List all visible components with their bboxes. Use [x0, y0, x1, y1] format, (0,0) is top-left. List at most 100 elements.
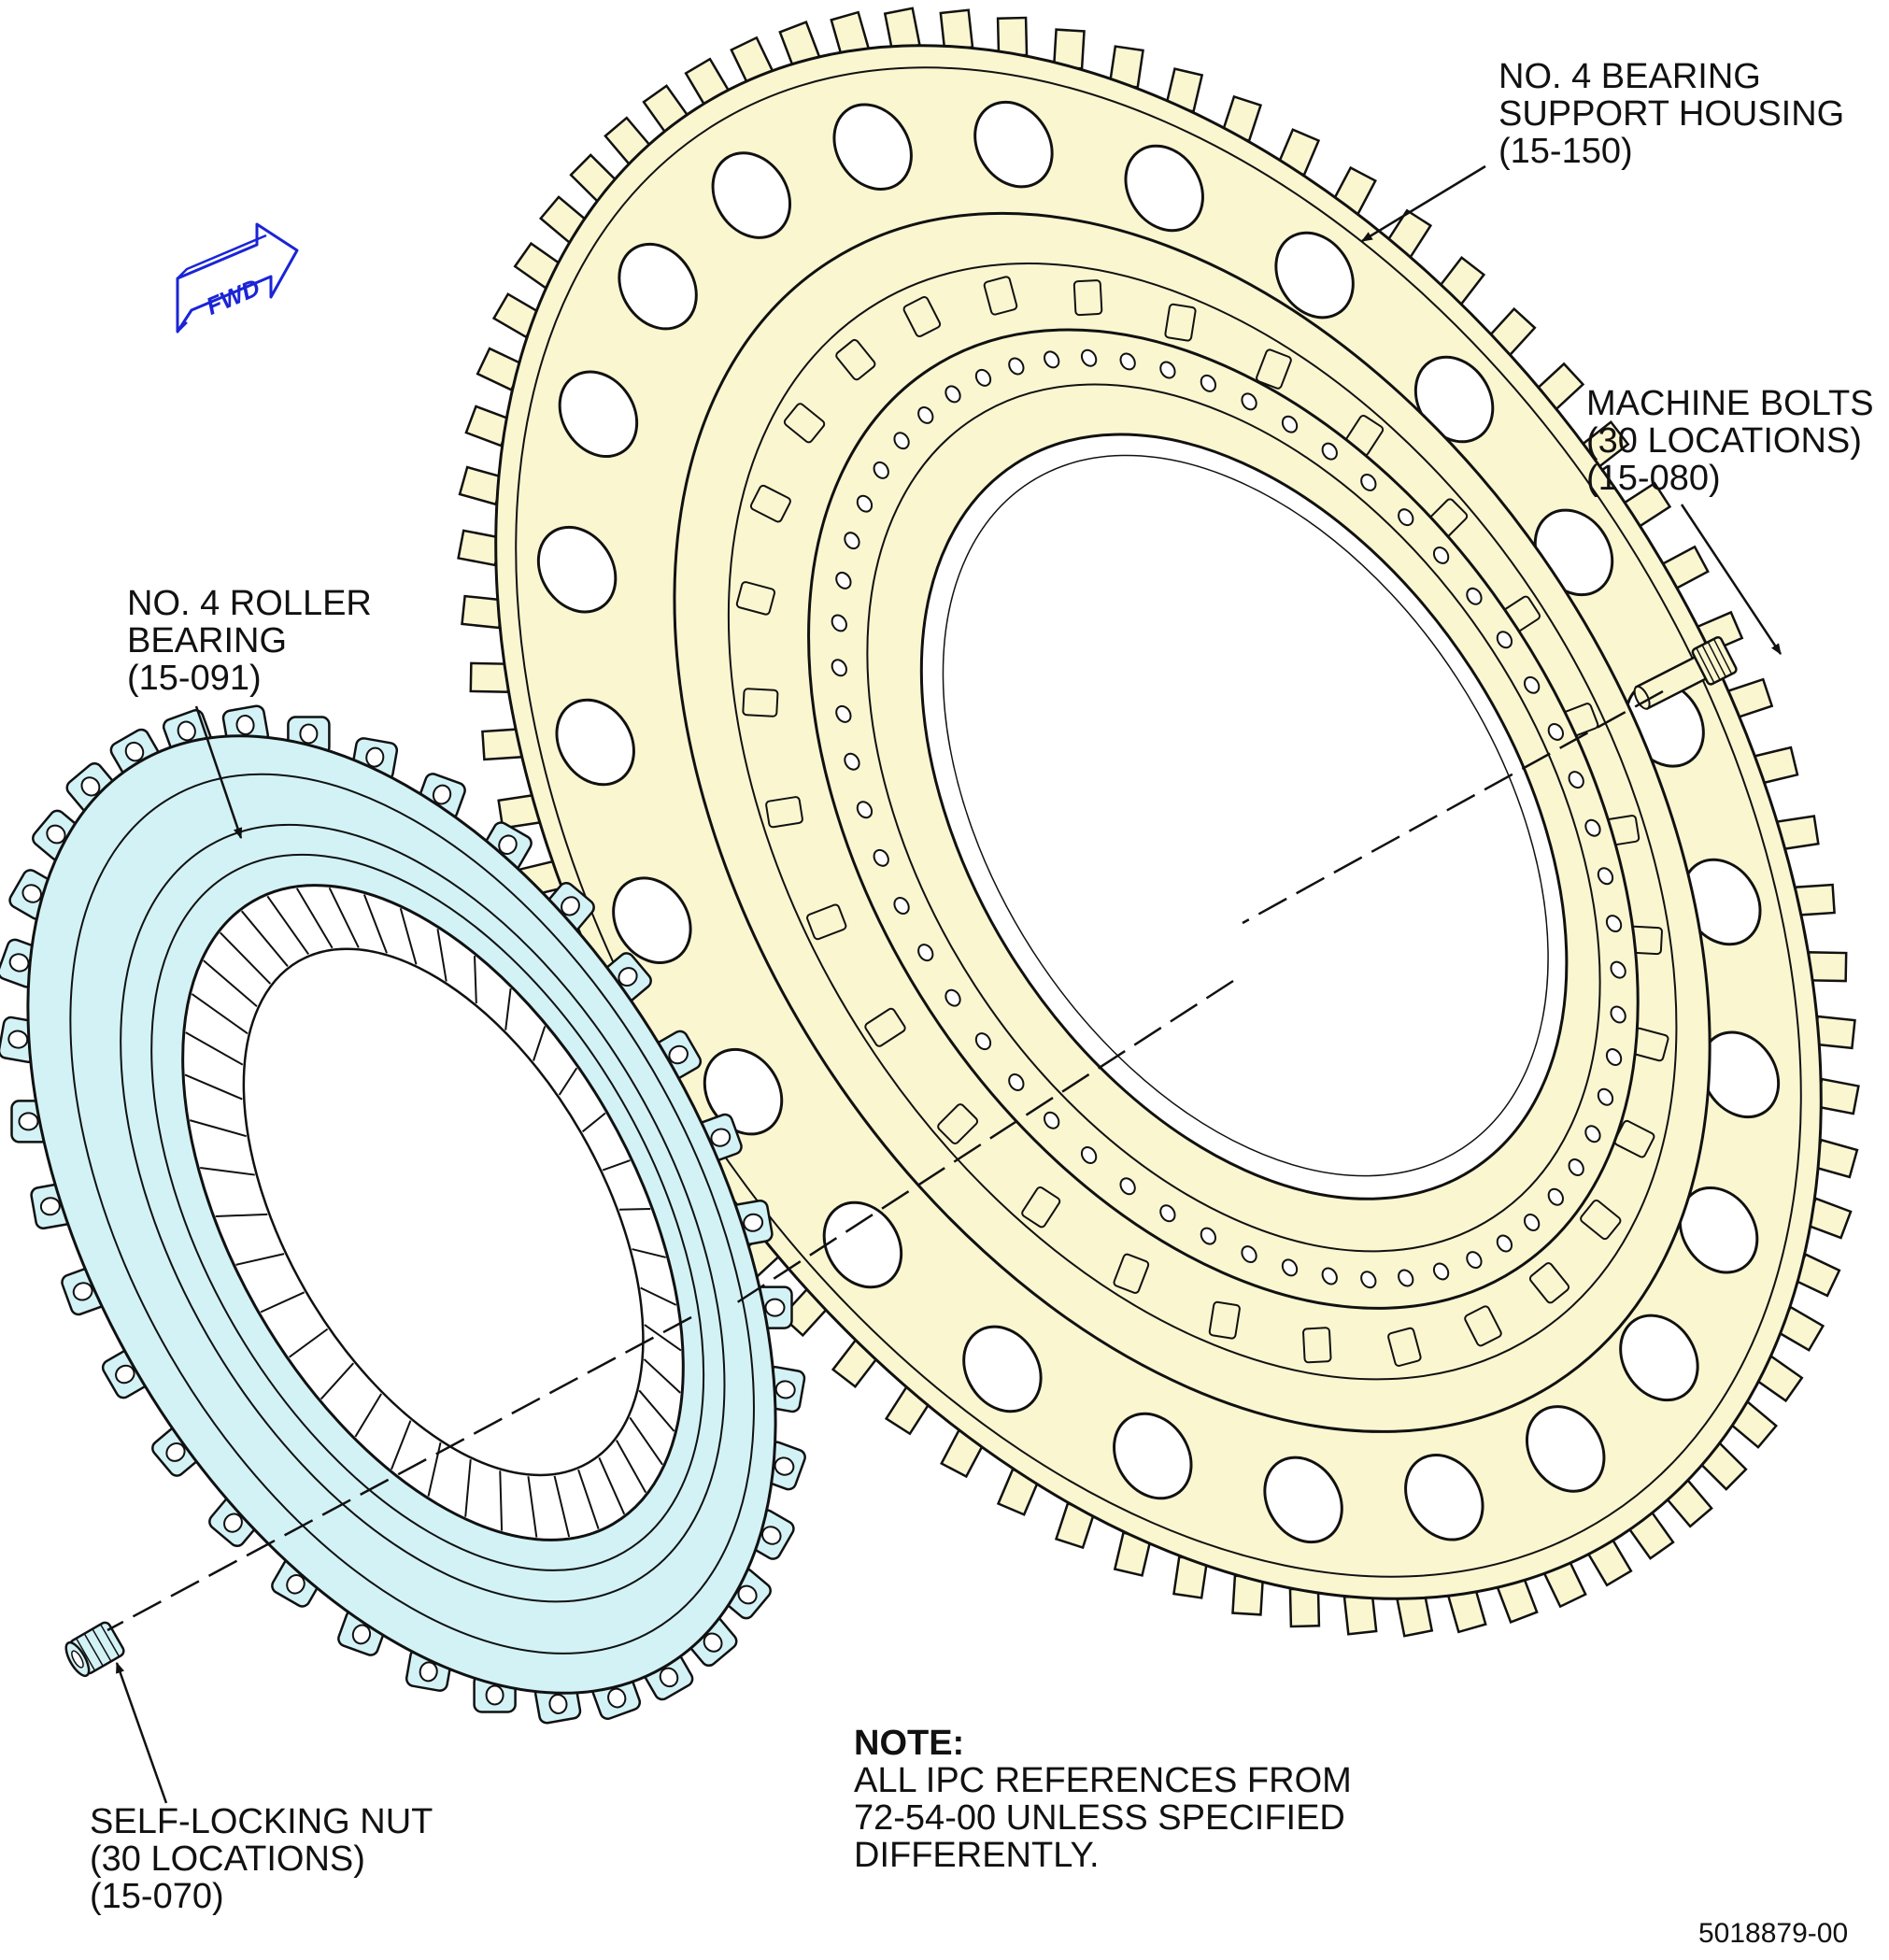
callout-housing-line1: NO. 4 BEARING: [1498, 57, 1761, 96]
bearing-roller: [558, 1067, 578, 1096]
housing-small-hole: [1159, 1204, 1176, 1223]
housing-small-hole: [1605, 1048, 1623, 1066]
housing-hole: [536, 525, 618, 614]
bearing-roller: [629, 1416, 663, 1466]
housing-slot: [1464, 1305, 1502, 1347]
housing-tooth: [996, 16, 1029, 57]
housing-slot: [902, 295, 942, 338]
housing-hole: [1619, 1314, 1699, 1402]
housing-hole: [1124, 144, 1204, 233]
housing-small-hole: [1466, 587, 1483, 605]
housing-small-hole: [1523, 1214, 1541, 1231]
bearing-roller: [260, 1291, 305, 1314]
note-line2: 72-54-00 UNLESS SPECIFIED: [854, 1798, 1345, 1838]
housing-slot: [937, 1103, 979, 1145]
housing-small-hole: [1321, 442, 1338, 461]
housing-tooth: [939, 8, 974, 52]
bearing-roller: [235, 1253, 285, 1266]
housing-hole: [711, 151, 792, 239]
callout-nut-line2: (30 LOCATIONS): [90, 1839, 365, 1879]
bearing-roller: [215, 1213, 268, 1217]
housing-small-hole: [1584, 1125, 1601, 1143]
callout-bearing-ref: (15-091): [127, 659, 262, 698]
housing-small-hole: [844, 752, 860, 771]
housing-small-hole: [1241, 392, 1257, 411]
housing-small-hole: [1398, 1269, 1414, 1287]
housing-slot: [1072, 279, 1103, 317]
housing-slot: [749, 484, 791, 523]
bearing-support-housing: [457, 7, 1860, 1638]
housing-small-hole: [1547, 722, 1564, 741]
leader-lines: [115, 164, 1782, 1804]
housing-slot: [742, 688, 779, 717]
bearing-roller: [220, 931, 272, 985]
bearing-roller: [527, 1476, 538, 1538]
bearing-roller: [581, 1112, 606, 1133]
housing-small-hole: [1610, 960, 1626, 979]
bearing-roller: [499, 1470, 504, 1531]
housing-small-hole: [893, 897, 910, 915]
housing-small-hole: [844, 532, 860, 550]
housing-small-hole: [1597, 867, 1614, 886]
callout-support-housing: NO. 4 BEARING SUPPORT HOUSING (15-150): [1498, 58, 1844, 170]
housing-slot: [735, 581, 776, 616]
housing-small-hole: [856, 494, 873, 513]
bearing-roller: [266, 895, 310, 956]
housing-small-hole: [1466, 1251, 1483, 1270]
bearing-roller: [474, 956, 477, 1004]
housing-tooth: [883, 7, 921, 52]
housing-tooth: [1288, 1587, 1321, 1628]
housing-tooth: [1342, 1592, 1378, 1636]
housing-slot: [1256, 348, 1292, 390]
note-block: NOTE: ALL IPC REFERENCES FROM 72-54-00 U…: [854, 1725, 1352, 1874]
housing-hole: [832, 103, 913, 191]
housing-slot: [835, 338, 876, 381]
note-line3: DIFFERENTLY.: [854, 1836, 1100, 1875]
bearing-roller: [189, 1119, 247, 1138]
callout-bearing-line1: NO. 4 ROLLER: [127, 584, 372, 623]
housing-small-hole: [1398, 508, 1414, 527]
housing-small-hole: [1547, 1187, 1564, 1206]
bearing-roller: [504, 988, 512, 1030]
housing-hole: [1699, 1030, 1781, 1119]
bearing-roller: [185, 1031, 244, 1066]
housing-tooth: [457, 529, 502, 567]
bearing-roller: [328, 887, 360, 948]
housing-small-hole: [1432, 546, 1450, 564]
bearing-roller: [640, 1286, 677, 1306]
housing-hole: [1404, 1454, 1484, 1541]
housing-small-hole: [1597, 1087, 1614, 1106]
housing-small-hole: [1360, 473, 1377, 491]
housing-slot: [1387, 1327, 1422, 1367]
housing-hole: [1113, 1412, 1193, 1500]
housing-small-hole: [917, 405, 934, 424]
housing-tooth: [469, 661, 510, 693]
housing-small-hole: [917, 944, 934, 962]
bearing-roller: [616, 1440, 647, 1494]
bearing-roller: [553, 1475, 571, 1538]
callout-housing-ref: (15-150): [1498, 132, 1633, 171]
housing-small-hole: [1119, 1177, 1136, 1196]
bearing-roller: [602, 1159, 631, 1172]
bearing-roller: [191, 993, 249, 1035]
housing-small-hole: [1496, 631, 1513, 649]
callout-nut-line1: SELF-LOCKING NUT: [90, 1802, 433, 1841]
bearing-roller: [644, 1324, 682, 1352]
housing-slot: [1021, 1186, 1061, 1229]
housing-small-hole: [1605, 915, 1623, 933]
housing-hole: [1525, 1405, 1606, 1493]
housing-small-hole: [944, 988, 961, 1007]
housing-hole: [962, 1325, 1043, 1413]
bearing-roller: [391, 1420, 412, 1470]
housing-small-hole: [1584, 818, 1601, 837]
housing-slot: [1580, 1199, 1622, 1241]
housing-tooth: [1813, 1015, 1856, 1050]
bearing-rollers: [184, 887, 682, 1538]
note-line1: ALL IPC REFERENCES FROM: [854, 1761, 1352, 1800]
housing-small-hole: [1610, 1005, 1626, 1024]
callout-machine-bolts: MACHINE BOLTS (30 LOCATIONS) (15-080): [1586, 385, 1874, 497]
callout-bolts-line2: (30 LOCATIONS): [1586, 421, 1862, 461]
callout-bearing-line2: BEARING: [127, 621, 288, 660]
